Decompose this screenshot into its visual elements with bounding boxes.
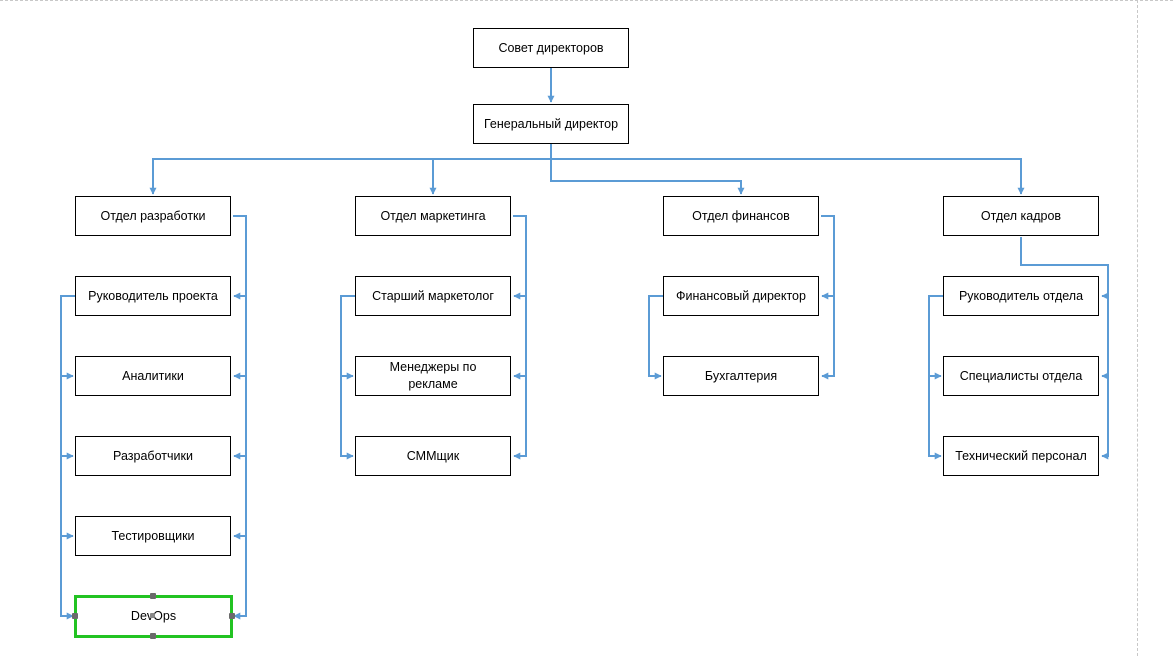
connector-hr-specialists — [1101, 296, 1109, 380]
connector-ceo-dev — [149, 144, 552, 195]
node-mkt-senior-marketer[interactable]: Старший маркетолог — [355, 276, 511, 316]
connector-dev-pm — [233, 215, 247, 300]
connector-pm-analysts — [60, 295, 75, 380]
node-mkt-ad-managers[interactable]: Менеджеры по рекламе — [355, 356, 511, 396]
connector-dev-devs — [233, 376, 247, 460]
node-mkt-smm[interactable]: СММщик — [355, 436, 511, 476]
node-dept-hr[interactable]: Отдел кадров — [943, 196, 1099, 236]
connector-dev-testers — [233, 456, 247, 540]
node-dev-project-manager[interactable]: Руководитель проекта — [75, 276, 231, 316]
connector-findir-accounting — [648, 295, 663, 380]
connector-hr-tech — [1101, 376, 1109, 460]
connector-mkt-smm — [513, 376, 527, 460]
node-dev-testers[interactable]: Тестировщики — [75, 516, 231, 556]
node-fin-director[interactable]: Финансовый директор — [663, 276, 819, 316]
connector-head-tech — [928, 376, 942, 460]
node-dept-marketing[interactable]: Отдел маркетинга — [355, 196, 511, 236]
node-dept-dev[interactable]: Отдел разработки — [75, 196, 231, 236]
connector-pm-devops — [60, 536, 74, 620]
connector-fin-director — [821, 215, 835, 300]
selection-handle-center[interactable] — [150, 613, 155, 618]
connector-ceo-fin — [550, 144, 745, 195]
node-dept-finance[interactable]: Отдел финансов — [663, 196, 819, 236]
node-board[interactable]: Совет директоров — [473, 28, 629, 68]
node-hr-technical-staff[interactable]: Технический персонал — [943, 436, 1099, 476]
page-boundary-top — [0, 0, 1173, 1]
connector-mkt-senior — [513, 215, 527, 300]
node-dev-analysts[interactable]: Аналитики — [75, 356, 231, 396]
connector-head-specialists — [928, 295, 943, 380]
node-dev-developers[interactable]: Разработчики — [75, 436, 231, 476]
node-hr-specialists[interactable]: Специалисты отдела — [943, 356, 1099, 396]
selection-handle-top[interactable] — [150, 593, 156, 599]
connector-pm-testers — [60, 456, 74, 540]
selection-handle-bottom[interactable] — [150, 633, 156, 639]
node-fin-accounting[interactable]: Бухгалтерия — [663, 356, 819, 396]
node-ceo[interactable]: Генеральный директор — [473, 104, 629, 144]
connector-pm-devs — [60, 376, 74, 460]
node-hr-head[interactable]: Руководитель отдела — [943, 276, 1099, 316]
connector-mkt-ad — [513, 296, 527, 380]
connector-hr-head — [1020, 237, 1109, 300]
connector-senior-ad — [340, 295, 355, 380]
connector-dev-devops — [233, 536, 247, 620]
selection-handle-left[interactable] — [72, 613, 78, 619]
connector-dev-analysts — [233, 296, 247, 380]
page-boundary-right — [1137, 0, 1138, 656]
selection-handle-right[interactable] — [229, 613, 235, 619]
connector-senior-smm — [340, 376, 354, 460]
connector-ceo-mkt — [429, 158, 551, 195]
connector-fin-accounting — [821, 296, 835, 380]
connector-ceo-hr — [551, 158, 1025, 195]
